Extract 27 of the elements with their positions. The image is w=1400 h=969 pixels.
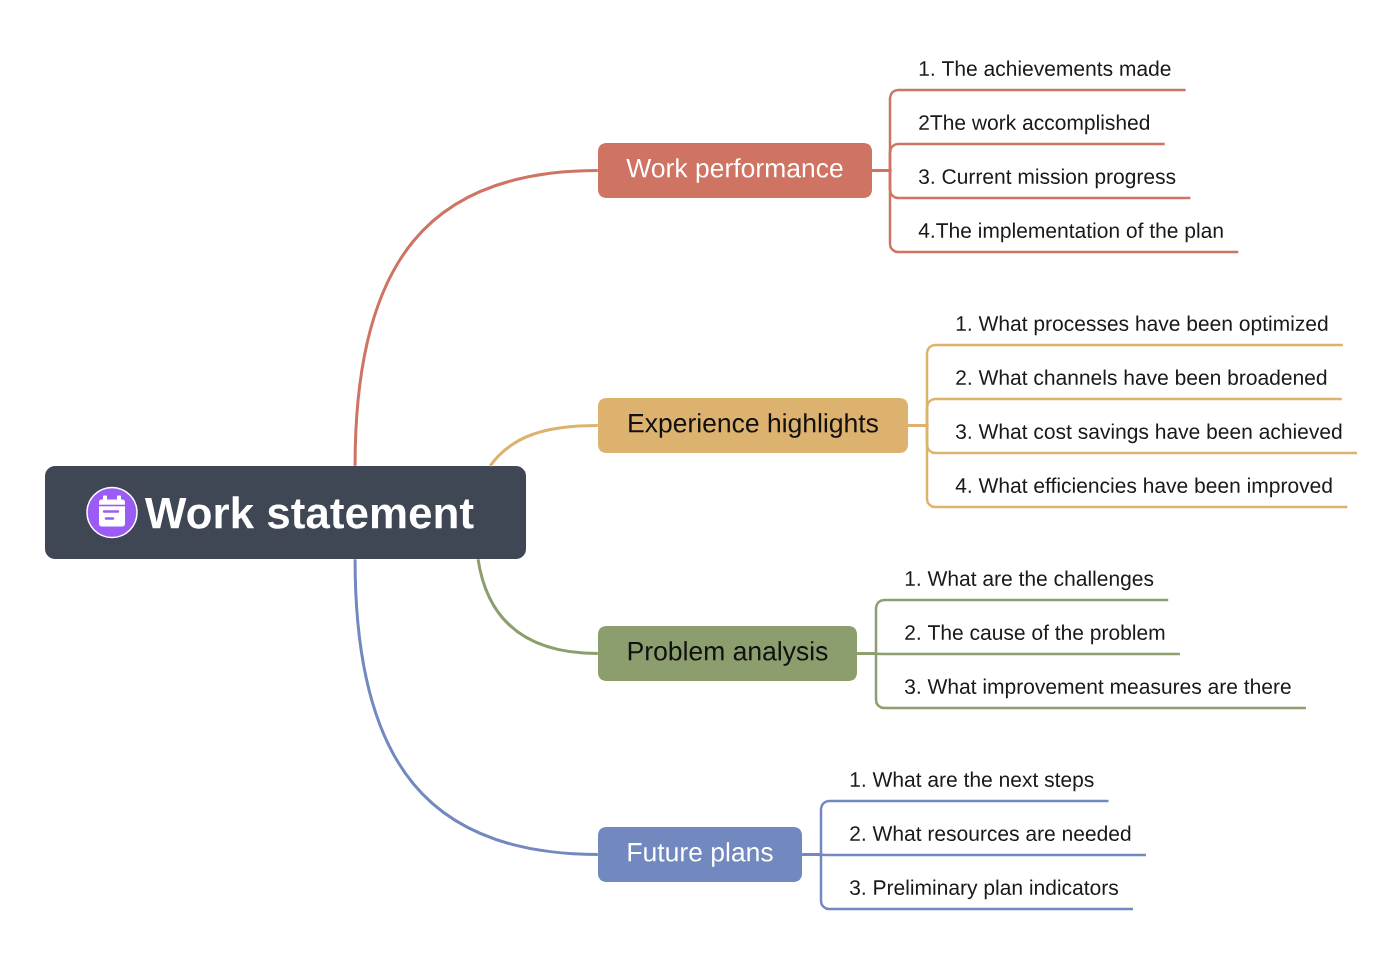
topic-box: Work performance (598, 143, 872, 198)
subtopic-label: 1. What are the challenges (884, 570, 1169, 602)
subtopic-label: 3. Current mission progress (898, 168, 1191, 200)
subtopic-label: 3. Preliminary plan indicators (829, 879, 1133, 911)
bracket-connector (857, 652, 885, 710)
subtopic-label: 4. What efficiencies have been improved (935, 477, 1348, 509)
curved-connector (476, 558, 598, 655)
curved-connector (488, 424, 598, 467)
subtopic-label: 2. The cause of the problem (884, 624, 1180, 656)
topic-box: Experience highlights (598, 398, 908, 453)
subtopic-label: 1. What are the next steps (829, 771, 1109, 803)
curved-connector (353, 559, 598, 856)
subtopic-label: 2. What resources are needed (829, 825, 1146, 857)
subtopic-label: 2. What channels have been broadened (935, 369, 1342, 401)
subtopic-label: 1. The achievements made (898, 60, 1186, 92)
topic-box: Future plans (598, 827, 802, 882)
bracket-connector (802, 853, 830, 911)
subtopic-label: 2The work accomplished (898, 114, 1165, 146)
subtopic-label: 3. What cost savings have been achieved (935, 423, 1357, 455)
subtopic-label: 3. What improvement measures are there (884, 678, 1306, 710)
curved-connector (353, 169, 598, 466)
central-topic-box: Work statement (45, 466, 526, 559)
topic-box: Problem analysis (598, 626, 857, 681)
subtopic-label: 4.The implementation of the plan (898, 222, 1239, 254)
bracket-connector (872, 169, 899, 254)
subtopic-label: 1. What processes have been optimized (935, 315, 1343, 347)
bracket-connector (908, 424, 936, 509)
